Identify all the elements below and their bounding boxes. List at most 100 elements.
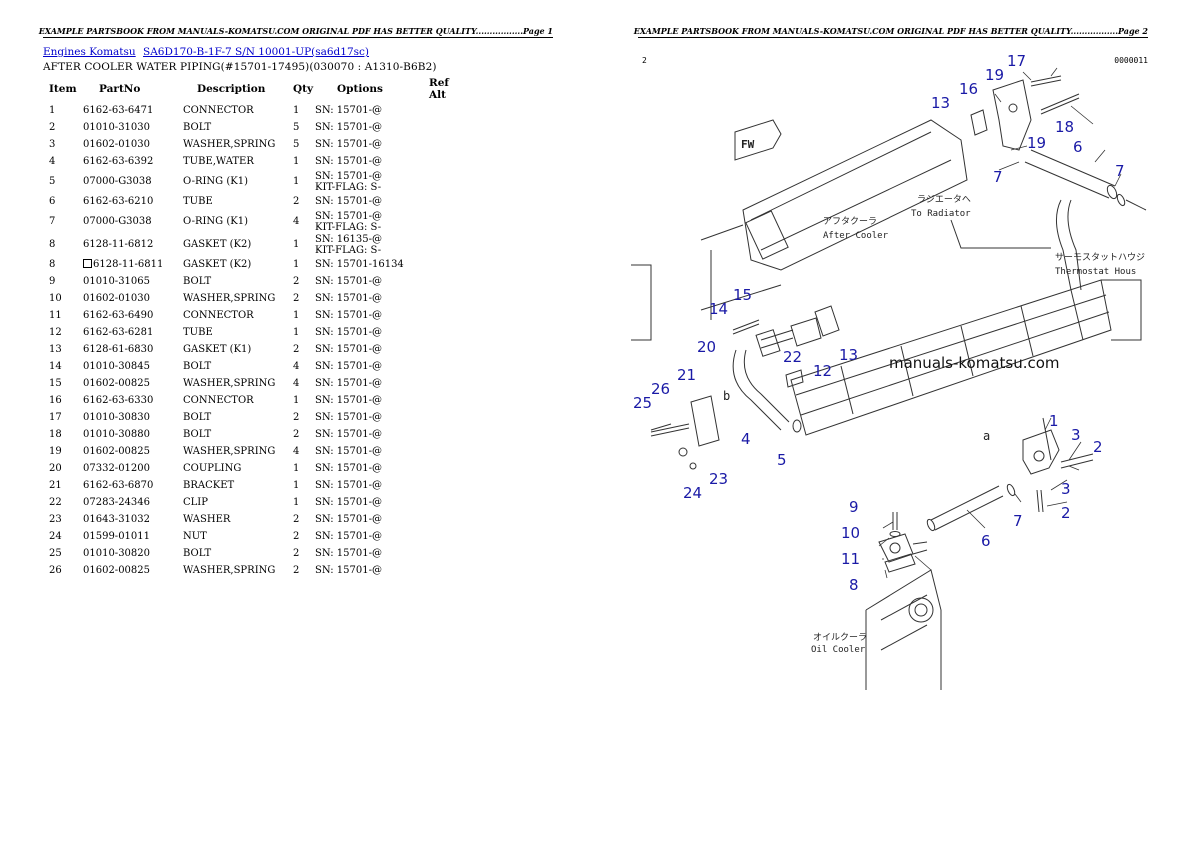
- cell-options: SN: 15701-@: [315, 443, 429, 460]
- cell-item: 16: [43, 392, 83, 409]
- callout-4: 4: [741, 430, 751, 448]
- cell-ref-alt: [429, 233, 469, 256]
- cell-partno-text: 01599-01011: [83, 531, 151, 542]
- bolt-18: [1040, 93, 1080, 115]
- cell-description-text: O-RING (K1): [183, 176, 248, 187]
- breadcrumb: Engines Komatsu SA6D170-B-1F-7 S/N 10001…: [43, 46, 369, 58]
- breadcrumb-link-model[interactable]: SA6D170-B-1F-7 S/N 10001-UP(sa6d17sc): [143, 46, 370, 58]
- cell-qty: 2: [293, 528, 315, 545]
- cell-item-text: 6: [49, 196, 56, 207]
- page-banner: EXAMPLE PARTSBOOK FROM MANUALS-KOMATSU.C…: [633, 26, 1148, 36]
- cell-description-text: CLIP: [183, 497, 208, 508]
- cell-ref-alt: [429, 290, 469, 307]
- diagram-labels: アフタクーラ After Cooler ラジエータへ To Radiator サ…: [723, 194, 1145, 655]
- cell-item-text: 11: [49, 310, 62, 321]
- cell-item: 7: [43, 210, 83, 233]
- cell-options: SN: 15701-@: [315, 392, 429, 409]
- cell-options-text: SN: 15701-@: [315, 293, 382, 304]
- cell-description: WASHER,SPRING: [183, 136, 293, 153]
- cell-item-text: 24: [49, 531, 62, 542]
- leader-lines: [878, 67, 1122, 579]
- connector-11: [878, 533, 928, 563]
- cell-item-text: 9: [49, 276, 56, 287]
- cell-description-text: COUPLING: [183, 463, 242, 474]
- cell-description-text: WASHER,SPRING: [183, 565, 276, 576]
- cell-options-text: SN: 15701-16134: [315, 259, 404, 270]
- cell-options: SN: 15701-@: [315, 511, 429, 528]
- cell-partno-text: 07000-G3038: [83, 176, 152, 187]
- cell-description: CONNECTOR: [183, 102, 293, 119]
- cell-partno-text: 07283-24346: [83, 497, 151, 508]
- cell-options-kitflag: KIT-FLAG: S-: [315, 181, 382, 193]
- cell-options-text: SN: 15701-@: [315, 210, 382, 222]
- cell-partno: 01010-31030: [83, 119, 183, 136]
- cell-options-kitflag: KIT-FLAG: S-: [315, 244, 382, 256]
- washer-23: [689, 462, 697, 470]
- cell-qty: 4: [293, 375, 315, 392]
- cell-partno-text: 6162-63-6210: [83, 196, 154, 207]
- cell-qty-text: 1: [293, 480, 300, 491]
- bracket-21: [690, 395, 720, 447]
- label-radiator-jp: ラジエータへ: [917, 194, 971, 205]
- callout-5: 5: [777, 451, 787, 469]
- cell-options: SN: 15701-@: [315, 324, 429, 341]
- cell-options-text: SN: 15701-@: [315, 548, 382, 559]
- cell-description: BOLT: [183, 358, 293, 375]
- cell-partno-text: 07000-G3038: [83, 216, 152, 227]
- cell-qty: 5: [293, 119, 315, 136]
- cell-partno: 07000-G3038: [83, 170, 183, 193]
- cell-options-text: SN: 15701-@: [315, 378, 382, 389]
- cell-ref-alt: [429, 426, 469, 443]
- cell-item: 8: [43, 233, 83, 256]
- cell-description: GASKET (K2): [183, 256, 293, 273]
- cell-options: SN: 15701-@: [315, 494, 429, 511]
- cell-item-text: 19: [49, 446, 62, 457]
- cell-qty: 1: [293, 102, 315, 119]
- cell-item: 10: [43, 290, 83, 307]
- cell-description-text: BOLT: [183, 276, 212, 287]
- label-a: a: [983, 429, 990, 443]
- cell-item: 19: [43, 443, 83, 460]
- cell-qty: 4: [293, 443, 315, 460]
- cell-description: GASKET (K1): [183, 341, 293, 358]
- cell-options: SN: 15701-16134: [315, 256, 429, 273]
- col-header-options: Options: [337, 83, 383, 95]
- table-header-row: Item PartNo Description Qty Options Ref …: [43, 76, 469, 102]
- cell-options-text: SN: 15701-@: [315, 480, 382, 491]
- cell-options-text: SN: 15701-@: [315, 139, 382, 150]
- cell-description: WASHER,SPRING: [183, 290, 293, 307]
- cell-qty-text: 2: [293, 196, 300, 207]
- cell-options: SN: 15701-@: [315, 290, 429, 307]
- cell-item: 22: [43, 494, 83, 511]
- bolt-9: [892, 512, 898, 530]
- cell-item-text: 17: [49, 412, 62, 423]
- cell-partno: 6162-63-6870: [83, 477, 183, 494]
- cell-options-text: SN: 15701-@: [315, 565, 382, 576]
- cell-qty: 2: [293, 273, 315, 290]
- cell-options: SN: 15701-@: [315, 375, 429, 392]
- cell-description: BOLT: [183, 426, 293, 443]
- cell-item: 12: [43, 324, 83, 341]
- cell-partno: 01602-01030: [83, 290, 183, 307]
- callout-3: 3: [1061, 480, 1071, 498]
- col-header-item: Item: [49, 83, 77, 95]
- cell-options-text: SN: 16135-@: [315, 233, 382, 245]
- breadcrumb-link-engines[interactable]: Engines Komatsu: [43, 46, 136, 58]
- cell-partno: 6162-63-6330: [83, 392, 183, 409]
- cell-item: 20: [43, 460, 83, 477]
- cell-ref-alt: [429, 443, 469, 460]
- cell-qty: 1: [293, 324, 315, 341]
- cell-qty-text: 2: [293, 429, 300, 440]
- cell-options-text: SN: 15701-@: [315, 327, 382, 338]
- callout-19: 19: [985, 66, 1004, 84]
- callout-17: 17: [1007, 52, 1026, 70]
- cell-options-text: SN: 15701-@: [315, 122, 382, 133]
- cell-ref-alt: [429, 273, 469, 290]
- cell-partno-text: 01602-00825: [83, 565, 151, 576]
- cell-partno-text: 01010-30830: [83, 412, 151, 423]
